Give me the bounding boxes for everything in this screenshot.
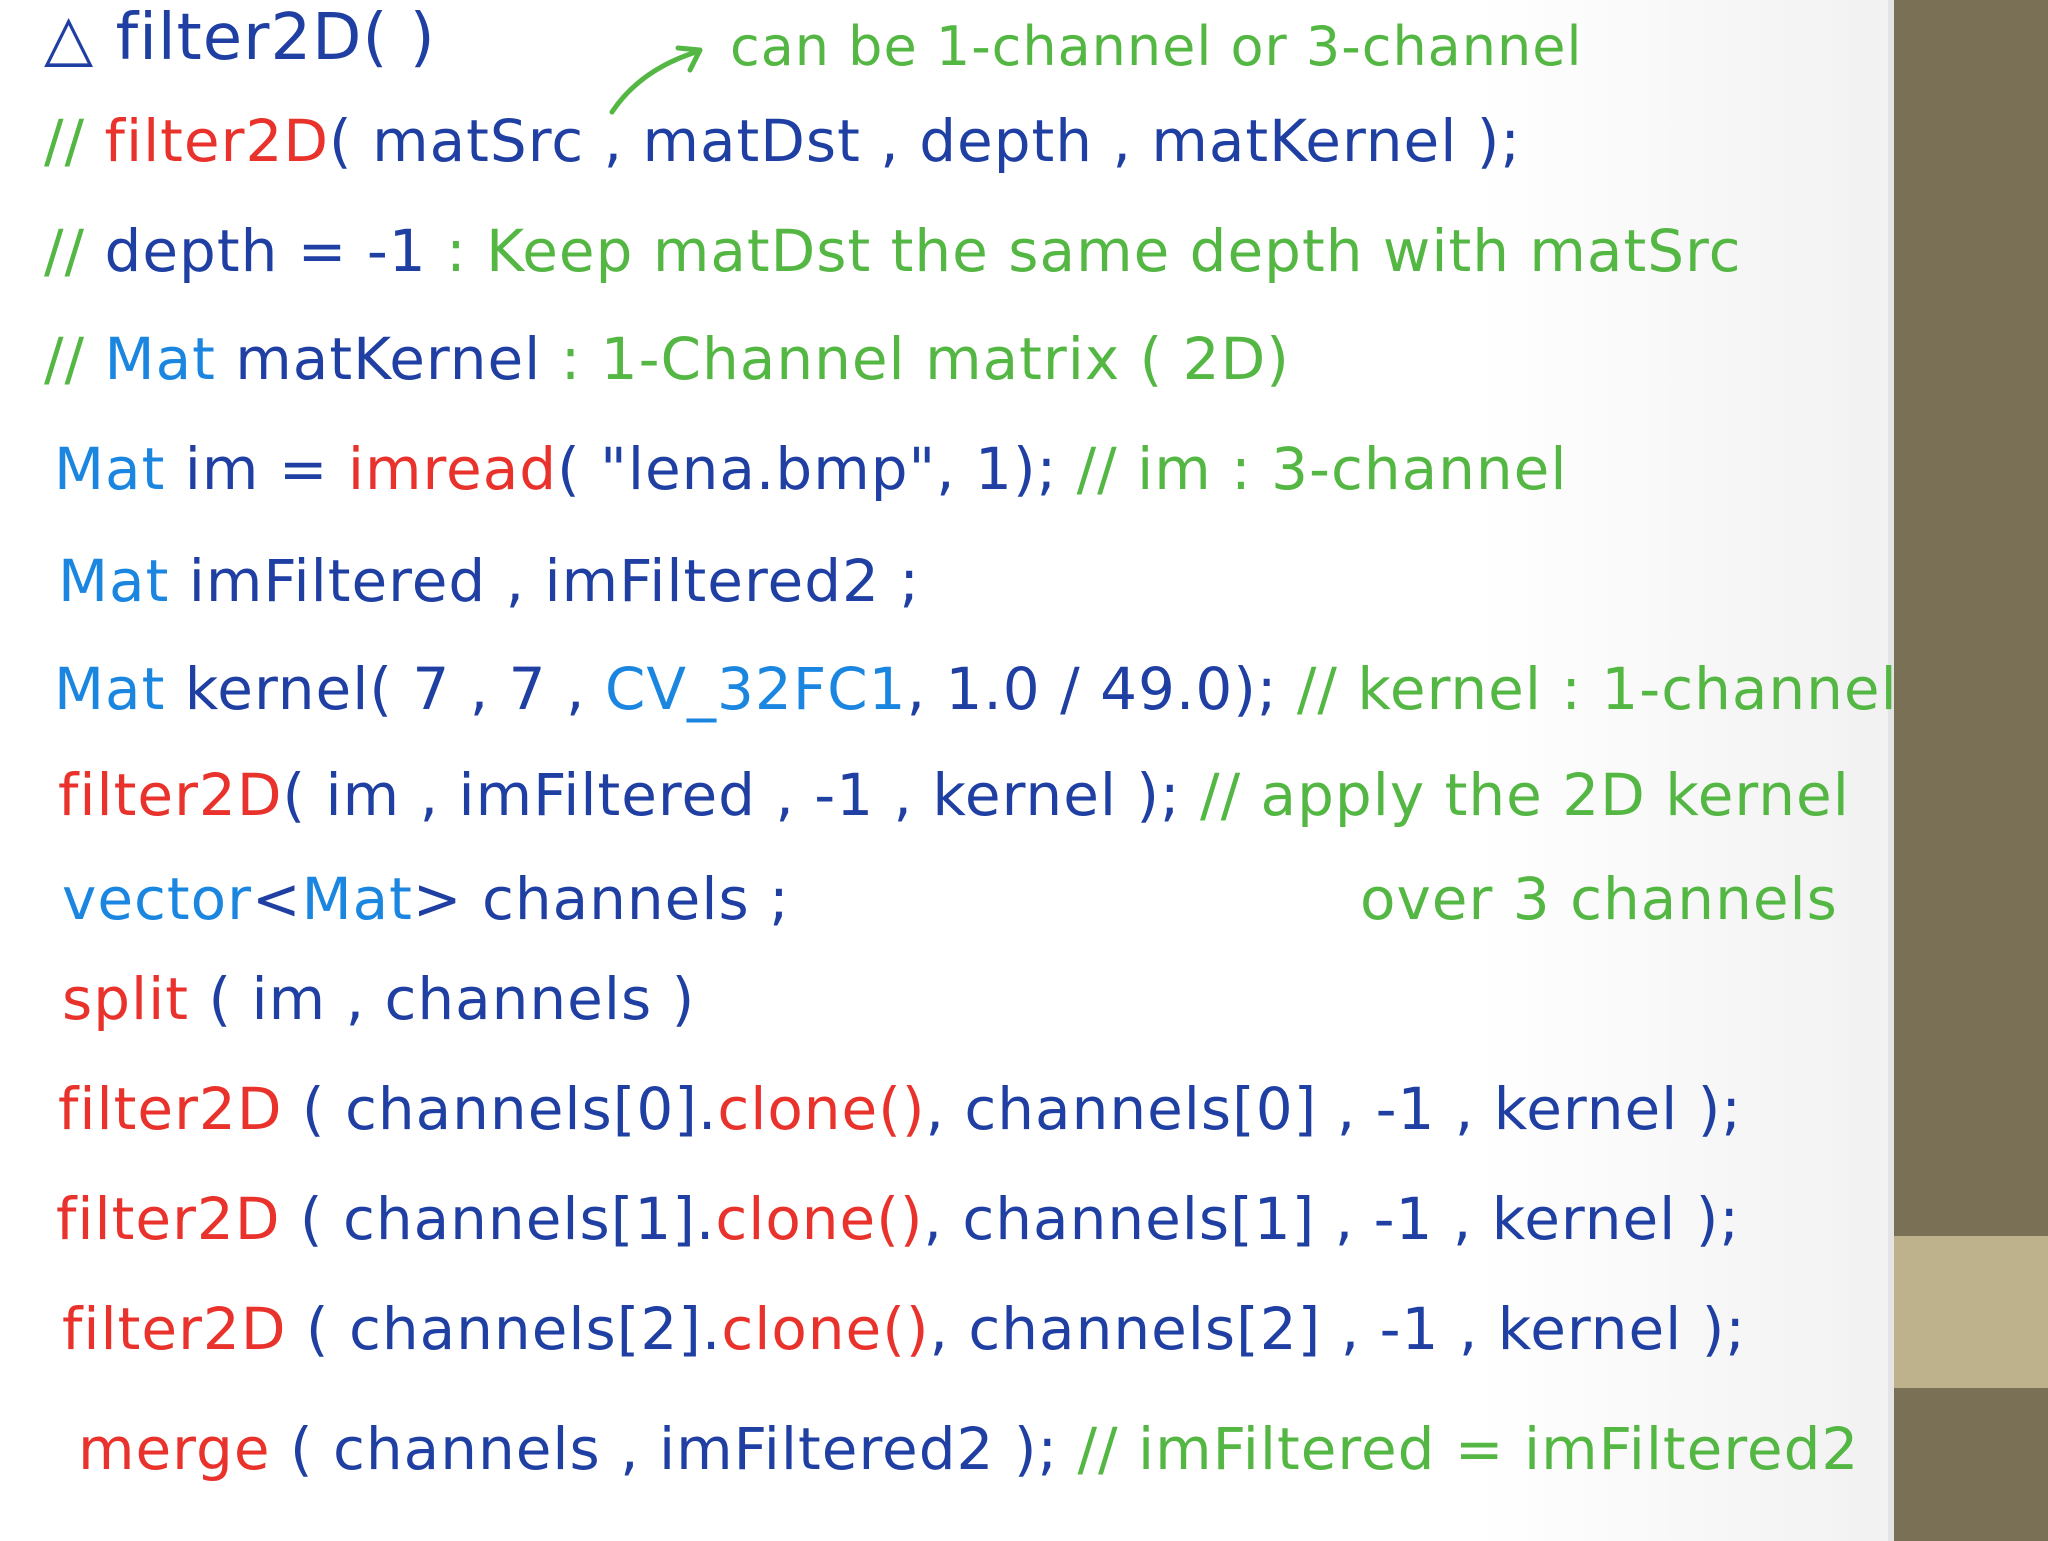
var-name: im =: [184, 435, 329, 503]
kernel-comment-line: // Mat matKernel : 1-Channel matrix ( 2D…: [44, 330, 1290, 388]
type-name: Mat: [104, 325, 216, 393]
code-args: ( channels , imFiltered2 );: [289, 1415, 1059, 1483]
comment-text: // im : 3-channel: [1076, 435, 1568, 503]
comment-text: // imFiltered = imFiltered2: [1077, 1415, 1860, 1483]
slide-background: [0, 0, 1894, 1541]
code-punct: ,: [584, 107, 643, 175]
code-text: depth = -1: [104, 217, 427, 285]
function-name: filter2D: [58, 1075, 283, 1143]
declare-line: Mat imFiltered , imFiltered2 ;: [58, 552, 920, 610]
function-name: imread: [347, 435, 558, 503]
comment-marker: //: [44, 217, 86, 285]
type-name: Mat: [54, 435, 166, 503]
annotation-text: can be 1-channel or 3-channel: [730, 15, 1583, 78]
param-name: matKernel: [1151, 107, 1458, 175]
function-name: filter2D: [62, 1295, 287, 1363]
code-punct: ,: [1093, 107, 1152, 175]
depth-comment-line: // depth = -1 : Keep matDst the same dep…: [44, 222, 1741, 280]
code-args: ( channels[0].: [301, 1075, 718, 1143]
code-args: ( "lena.bmp", 1);: [557, 435, 1058, 503]
type-name: Mat: [54, 655, 166, 723]
code-args: , channels[2] , -1 , kernel );: [929, 1295, 1746, 1363]
var-name: channels ;: [481, 865, 790, 933]
sidebar-edge: [1888, 0, 1894, 1541]
slide-title: △ filter2D( ): [44, 6, 436, 70]
vector-line: vector<Mat> channels ; over 3 channels: [62, 870, 1837, 928]
filter2d-line: filter2D( im , imFiltered , -1 , kernel …: [58, 766, 1850, 824]
code-args: ( channels[2].: [305, 1295, 722, 1363]
function-name: filter2D: [58, 761, 283, 829]
comment-marker: //: [44, 107, 86, 175]
param-name: matSrc: [372, 107, 585, 175]
code-punct: );: [1457, 107, 1521, 175]
code-punct: :: [426, 217, 487, 285]
filter2d-channel1-line: filter2D ( channels[1].clone(), channels…: [56, 1190, 1740, 1248]
code-args: , channels[0] , -1 , kernel );: [925, 1075, 1742, 1143]
comment-text: // kernel : 1-channel: [1296, 655, 1898, 723]
filter2d-channel0-line: filter2D ( channels[0].clone(), channels…: [58, 1080, 1742, 1138]
code-args: kernel( 7 , 7 ,: [184, 655, 605, 723]
type-name: Mat: [58, 547, 170, 615]
title-text: filter2D( ): [115, 1, 436, 75]
var-name: matKernel: [235, 325, 542, 393]
kernel-line: Mat kernel( 7 , 7 , CV_32FC1, 1.0 / 49.0…: [54, 660, 1898, 718]
signature-line: // filter2D( matSrc , matDst , depth , m…: [44, 112, 1521, 170]
param-name: matDst: [642, 107, 861, 175]
code-punct: (: [329, 107, 373, 175]
keyword: vector: [62, 865, 252, 933]
function-name: clone(): [715, 1185, 924, 1253]
code-punct: <: [251, 865, 302, 933]
triangle-icon: △: [44, 1, 95, 75]
code-punct: :: [541, 325, 601, 393]
code-punct: >: [412, 865, 463, 933]
function-name: clone(): [721, 1295, 930, 1363]
merge-line: merge ( channels , imFiltered2 ); // imF…: [78, 1420, 1859, 1478]
top-annotation: can be 1-channel or 3-channel: [730, 20, 1582, 74]
comment-text: // apply the 2D kernel: [1200, 761, 1850, 829]
function-name: filter2D: [104, 107, 330, 175]
comment-text: Keep matDst the same depth with matSrc: [486, 217, 1742, 285]
comment-marker: //: [44, 325, 86, 393]
function-name: merge: [78, 1415, 271, 1483]
split-line: split ( im , channels ): [62, 970, 695, 1028]
function-name: split: [62, 965, 190, 1033]
type-name: Mat: [301, 865, 413, 933]
comment-text: 1-Channel matrix ( 2D): [600, 325, 1290, 393]
function-name: clone(): [717, 1075, 926, 1143]
code-args: , 1.0 / 49.0);: [906, 655, 1278, 723]
param-name: depth: [919, 107, 1094, 175]
comment-text: over 3 channels: [1360, 865, 1838, 933]
code-args: ( channels[1].: [299, 1185, 716, 1253]
var-name: imFiltered , imFiltered2 ;: [188, 547, 920, 615]
code-args: ( im , channels ): [208, 965, 696, 1033]
constant-name: CV_32FC1: [604, 655, 907, 723]
curved-arrow-icon: [609, 45, 703, 115]
function-name: filter2D: [56, 1185, 281, 1253]
filter2d-channel2-line: filter2D ( channels[2].clone(), channels…: [62, 1300, 1746, 1358]
imread-line: Mat im = imread( "lena.bmp", 1); // im :…: [54, 440, 1567, 498]
sidebar-highlight: [1894, 1236, 2048, 1388]
code-punct: ,: [860, 107, 920, 175]
code-args: , channels[1] , -1 , kernel );: [923, 1185, 1740, 1253]
code-args: ( im , imFiltered , -1 , kernel );: [282, 761, 1181, 829]
